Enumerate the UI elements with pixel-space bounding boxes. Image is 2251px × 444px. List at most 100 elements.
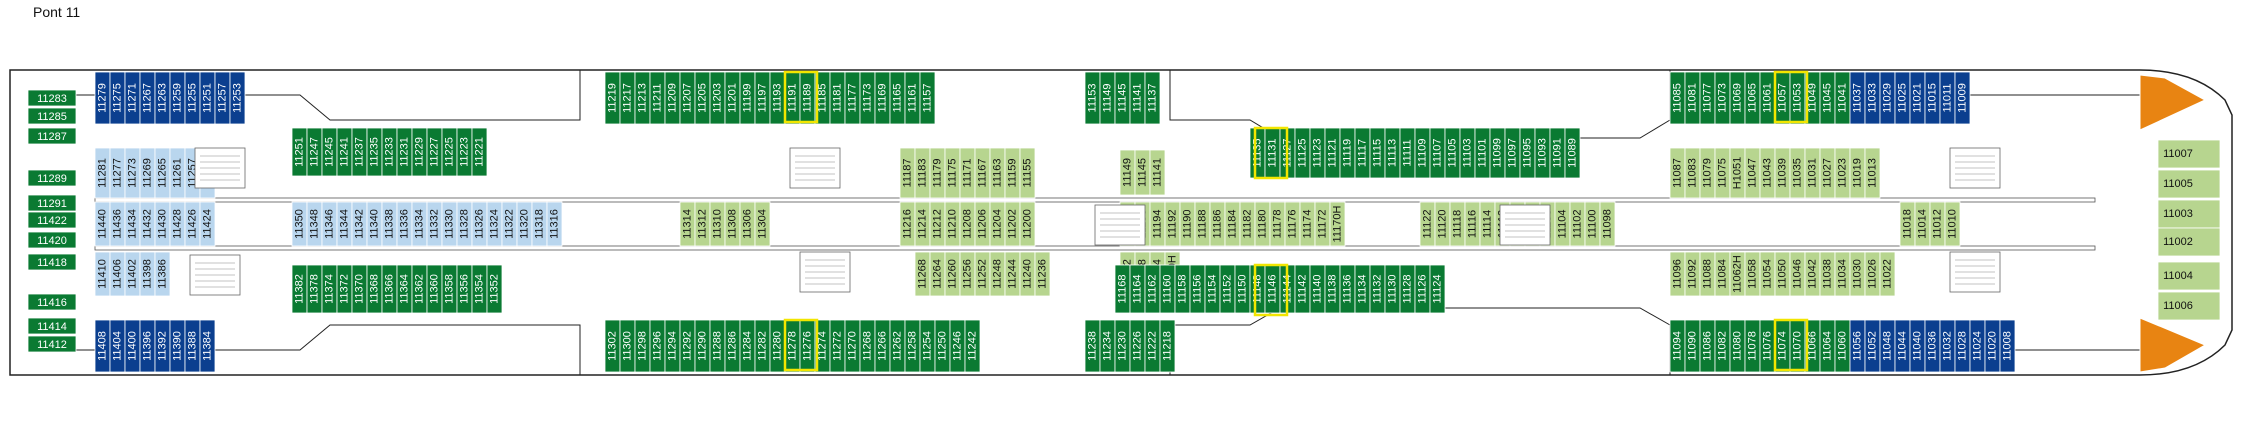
cabin-center-top-d-6-label: 11204 [991,209,1003,239]
cabin-bottom-inner-a-1-label: 11378 [308,274,320,304]
cabin-center-top-b-5-label: 11340 [368,209,380,239]
cabin-bottom-outer-b-14-label: 11274 [816,331,828,361]
cabin-center-top-d-8-box [1019,201,1036,247]
cabin-center-top-c-1-label: 11312 [696,209,708,239]
cabin-bottom-outer-e-10-box [1999,319,2016,373]
cabin-top-mid-d-12-label: 11019 [1851,158,1863,188]
cabin-top-outer-d-6-label: 11061 [1761,83,1773,113]
cabin-top-mid-d-7-label: 11039 [1776,158,1788,188]
cabin-center-top-f-11-label: 11100 [1586,210,1598,239]
cabin-bottom-outer-d-5-label: 11078 [1746,331,1758,361]
cabin-bottom-outer-b-4-label: 11294 [666,331,678,361]
cabin-top-inner-a-11-label: 11223 [458,137,470,167]
cabin-center-bottom-b-5-label: 11248 [991,259,1003,289]
cabin-top-mid-a-3-label: 11269 [141,158,153,188]
cabin-center-top-d-5-label: 11206 [976,209,988,239]
cabin-top-inner-b-17-label: 11097 [1506,138,1518,168]
cabin-bottom-outer-d-9-label: 11066 [1806,331,1818,361]
cabin-center-bottom-d-11-label: 11034 [1836,259,1848,289]
cabin-center-top-e-3-label: 11192 [1166,210,1178,239]
cabin-top-outer-b-13-label: 11189 [801,84,813,113]
cabin-center-top-e-6-label: 11186 [1211,210,1223,239]
cabin-top-mid-b-3-label: 11175 [946,159,958,188]
spa-wedge-top [2139,74,2207,131]
cabin-top-mid-a-1-label: 11277 [111,158,123,188]
cabin-bottom-outer-a-0-label: 11408 [96,331,108,361]
cabin-center-top-e-13-label: 11172 [1316,210,1328,239]
cabin-top-mid-c-1-label: 11145 [1136,158,1148,187]
cabin-bottom-inner-a-5-label: 11368 [368,274,380,304]
cabin-top-inner-a-5-label: 11235 [368,137,380,167]
cabin-center-top-e-12-label: 11174 [1301,210,1313,239]
cabin-center-bottom-a-2-label: 11402 [126,259,138,289]
cabin-center-top-d-8-label: 11200 [1021,209,1033,239]
cabin-bottom-inner-a-13-box [486,264,503,314]
cabin-bottom-outer-d-11-label: 11060 [1836,331,1848,361]
cabin-stern-0-box [27,89,77,107]
cabin-bottom-outer-d-2-label: 11086 [1701,331,1713,361]
cabin-top-outer-b-7-label: 11203 [711,83,723,113]
cabin-bottom-outer-a-7-box [199,319,216,373]
cabin-top-inner-b-12-label: 11107 [1431,139,1443,168]
cabin-bottom-outer-c-5-label: 11218 [1161,331,1173,361]
cabin-stern-9-label: 11414 [37,321,67,333]
cabin-bottom-inner-a-11-label: 11356 [458,274,470,304]
cabin-center-top-e-5-label: 11188 [1196,210,1208,239]
cabin-center-top-f-12-box [1599,201,1616,247]
cabin-top-inner-b-4-label: 11123 [1311,139,1323,168]
cabin-bottom-outer-b-19-label: 11262 [891,331,903,361]
cabin-center-bottom-d-3-label: 11084 [1716,259,1728,289]
cabin-center-top-e-7-label: 11184 [1226,210,1238,239]
cabin-top-outer-e-7-box [1954,71,1971,125]
cabin-center-top-f-9-label: 11104 [1556,210,1568,239]
cabin-center-top-e-4-label: 11190 [1181,210,1193,239]
cabin-bow-3-box [2157,227,2221,257]
cabin-bottom-outer-a-2-label: 11400 [126,331,138,361]
cabin-top-outer-b-0-label: 11219 [606,83,618,113]
cabin-center-top-c-4-label: 11306 [741,209,753,239]
cabin-top-mid-d-10-label: 11027 [1821,158,1833,188]
cabin-bottom-outer-b-2-label: 11298 [636,331,648,361]
cabin-center-top-a-7-box [199,201,216,247]
cabin-top-mid-d-2-label: 11079 [1701,158,1713,188]
cabin-top-outer-b-5-label: 11207 [681,83,693,113]
cabin-bottom-inner-b-14-label: 11138 [1326,275,1338,304]
cabin-center-top-f-3-label: 11116 [1466,210,1478,238]
cabin-top-inner-b-11-label: 11109 [1416,139,1428,168]
cabin-bottom-inner-b-9-label: 11148 [1251,275,1263,304]
cabin-bottom-inner-b-3-label: 11160 [1161,275,1173,304]
cabin-center-top-d-1-label: 11214 [916,209,928,239]
cabin-top-outer-d-10-label: 11045 [1821,83,1833,113]
cabin-top-outer-a-5-label: 11259 [171,83,183,113]
cabin-top-mid-d-5-label: 11047 [1746,158,1758,188]
cabin-bottom-outer-b-21-label: 11254 [921,331,933,361]
cabin-top-outer-d-9-label: 11049 [1806,83,1818,113]
cabin-bottom-inner-a-10-label: 11358 [443,274,455,304]
cabin-top-inner-b-7-label: 11117 [1356,139,1368,167]
cabin-stern-8-label: 11416 [37,297,67,309]
highlight-frame-2 [1773,70,1809,124]
cabin-bottom-inner-b-21-label: 11124 [1431,275,1443,304]
cabin-bottom-outer-b-18-label: 11266 [876,331,888,361]
cabin-top-mid-d-6-label: 11043 [1761,158,1773,188]
cabin-top-inner-a-9-label: 11227 [428,137,440,167]
cabin-center-top-b-16-label: 11318 [533,209,545,239]
cabin-top-outer-b-1-label: 11217 [621,83,633,113]
cabin-bow-3-label: 11002 [2163,236,2193,248]
cabin-top-inner-b-16-label: 11099 [1491,138,1503,168]
cabin-top-inner-b-20-label: 11091 [1551,138,1563,168]
cabin-stern-1-box [27,107,77,125]
cabin-center-bottom-d-7-label: 11050 [1776,259,1788,289]
cabin-center-top-d-7-label: 11202 [1006,209,1018,239]
cabin-top-inner-b-8-label: 11115 [1371,139,1383,167]
cabin-bottom-outer-b-11-label: 11280 [771,331,783,361]
cabin-bottom-outer-b-17-label: 11268 [861,331,873,361]
cabin-stern-6-box [27,231,77,249]
cabin-top-inner-a-8-label: 11229 [413,137,425,167]
cabin-bottom-inner-a-2-label: 11374 [323,274,335,304]
cabin-top-inner-a-1-label: 11247 [308,137,320,167]
cabin-bow-0-box [2157,139,2221,169]
cabin-top-outer-b-6-label: 11205 [696,83,708,113]
cabin-top-outer-a-3-label: 11267 [141,83,153,113]
cabin-center-top-b-15-label: 11320 [518,209,530,239]
